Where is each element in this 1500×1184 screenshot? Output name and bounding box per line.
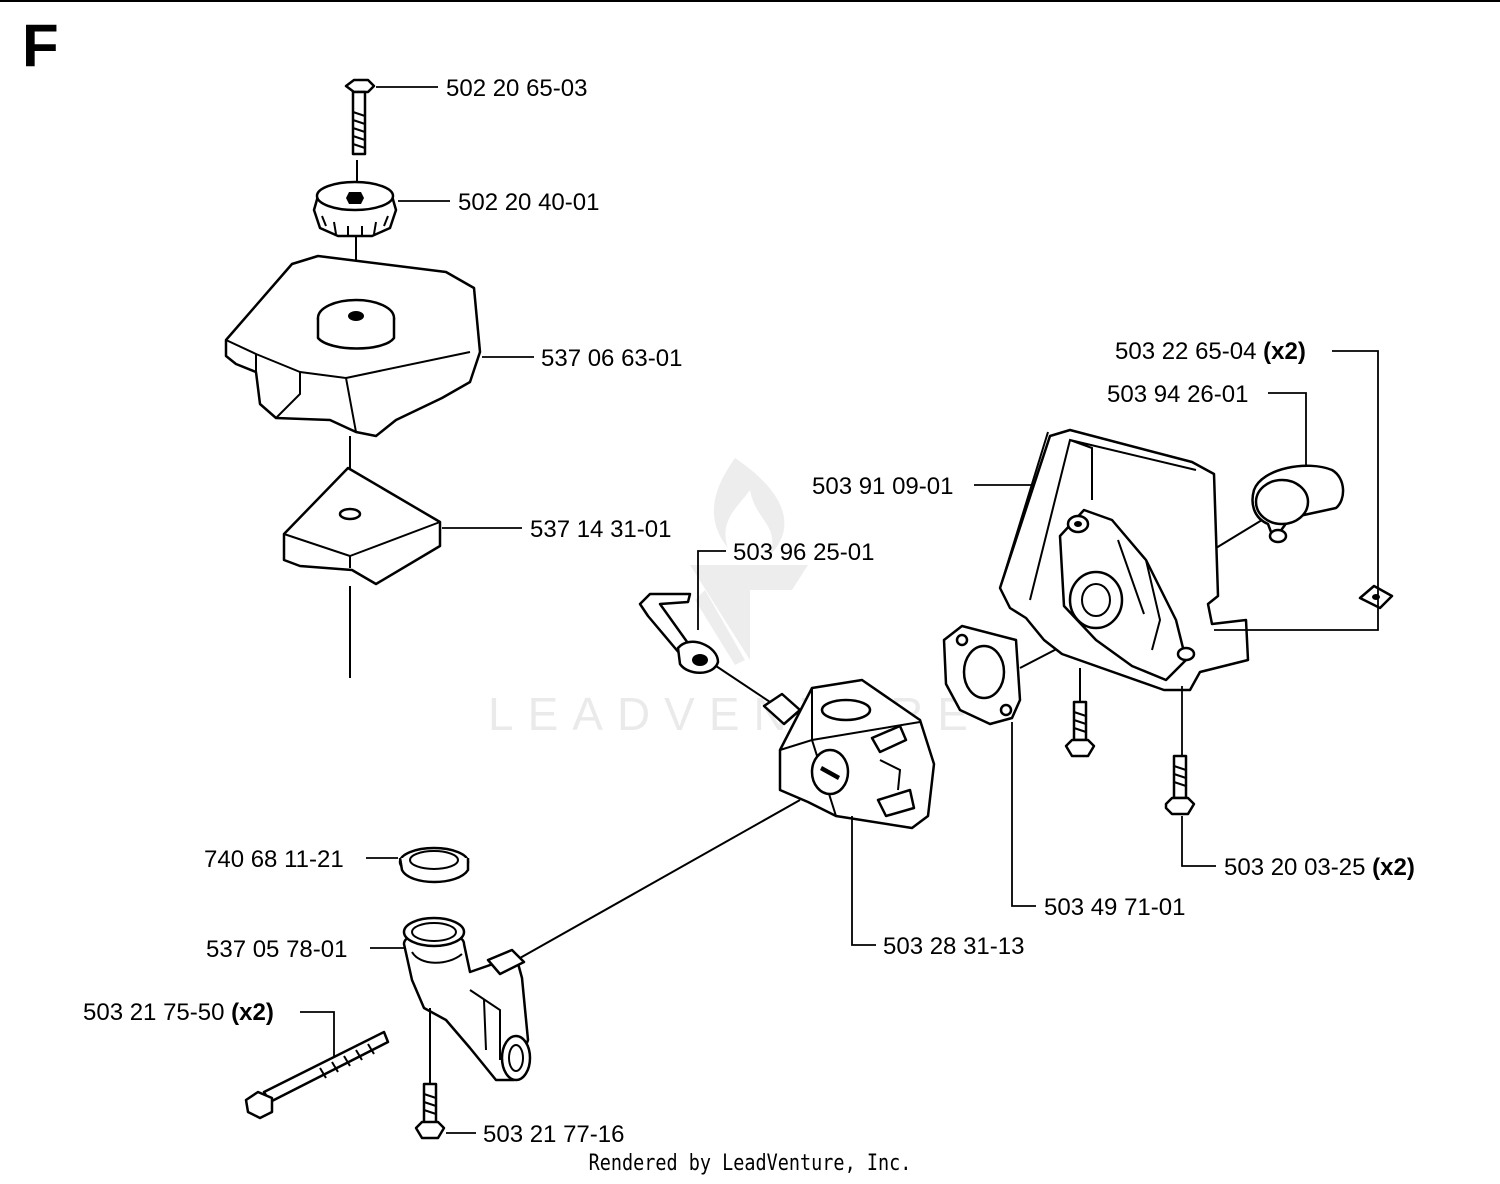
long-bolt [244, 1030, 390, 1120]
screw-top [344, 78, 376, 156]
section-letter: F [22, 12, 59, 79]
part-label[interactable]: 503 96 25-01 [733, 539, 874, 566]
part-label[interactable]: 503 20 03-25 (x2) [1224, 854, 1415, 881]
part-label[interactable]: 503 28 31-13 [883, 933, 1024, 960]
knob [312, 180, 398, 238]
watermark-logo [690, 458, 808, 665]
part-label[interactable]: 502 20 40-01 [458, 189, 599, 216]
mount-screw-left [1064, 700, 1096, 758]
part-label[interactable]: 503 49 71-01 [1044, 894, 1185, 921]
part-label[interactable]: 537 05 78-01 [206, 936, 347, 963]
part-label[interactable]: 503 21 77-16 [483, 1121, 624, 1148]
footer-credit: Rendered by LeadVenture, Inc. [588, 1151, 912, 1176]
bushing [1251, 464, 1345, 544]
part-label[interactable]: 503 91 09-01 [812, 473, 953, 500]
leader-lines [300, 86, 1379, 1134]
small-bolt [414, 1082, 446, 1140]
air-filter-cover [224, 254, 482, 438]
intake-elbow [402, 916, 532, 1082]
part-label[interactable]: 537 14 31-01 [530, 516, 671, 543]
mount-screw-right [1164, 754, 1196, 816]
part-label[interactable]: 503 22 65-04 (x2) [1115, 338, 1306, 365]
part-label[interactable]: 740 68 11-21 [204, 846, 344, 873]
square-nut [1358, 584, 1394, 610]
air-filter [282, 466, 442, 586]
top-border [0, 0, 1500, 2]
part-label[interactable]: 503 94 26-01 [1107, 381, 1248, 408]
carburetor [762, 678, 936, 830]
choke-lever [638, 592, 720, 674]
filter-holder [998, 428, 1250, 692]
gasket-ring [398, 846, 470, 884]
part-label[interactable]: 502 20 65-03 [446, 75, 587, 102]
part-label[interactable]: 503 21 75-50 (x2) [83, 999, 274, 1026]
flange-gasket [942, 624, 1022, 726]
part-label[interactable]: 537 06 63-01 [541, 345, 682, 372]
